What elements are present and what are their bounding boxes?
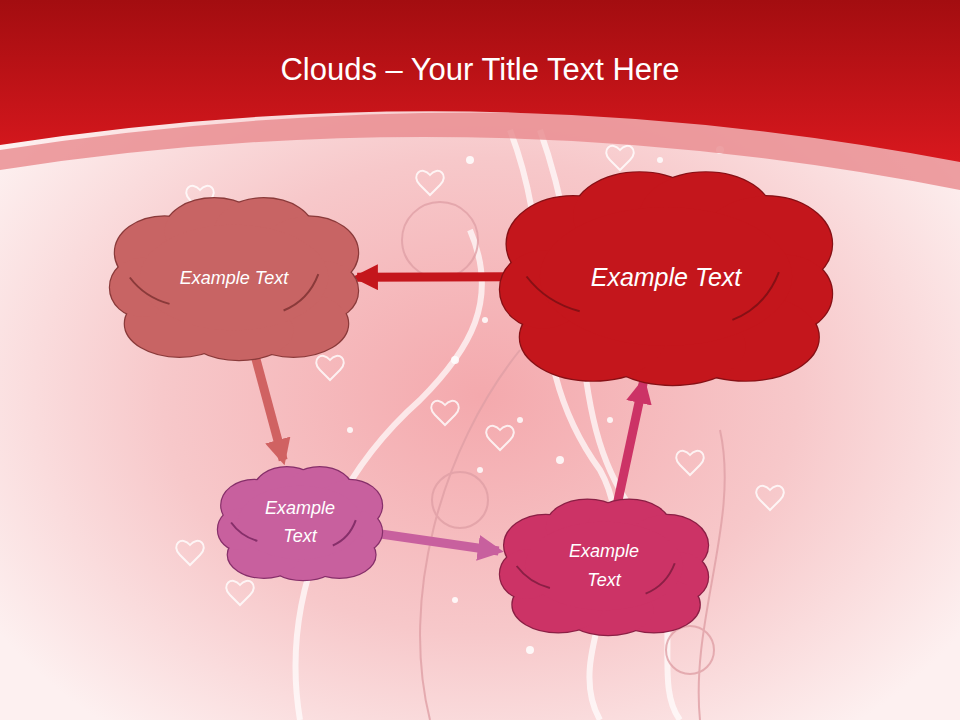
cloud-text: Example Text [536,257,796,297]
block-arrow [253,348,283,460]
cloud-shape [218,465,382,580]
cloud-text: Example Text [558,537,650,595]
cloud-node: Example Text [500,168,832,385]
cloud-node: Example Text [110,195,358,360]
cloud-node: Example Text [500,497,708,635]
cloud-text: Example Text [134,263,334,292]
block-arrow [617,382,644,507]
header-band [0,0,960,162]
block-arrow [357,272,520,281]
cloud-shape [500,497,708,635]
cloud-text: Example Text [254,494,346,552]
cloud-node: Example Text [218,465,382,580]
slide-title: Clouds – Your Title Text Here [0,52,960,88]
block-arrow [372,533,498,551]
